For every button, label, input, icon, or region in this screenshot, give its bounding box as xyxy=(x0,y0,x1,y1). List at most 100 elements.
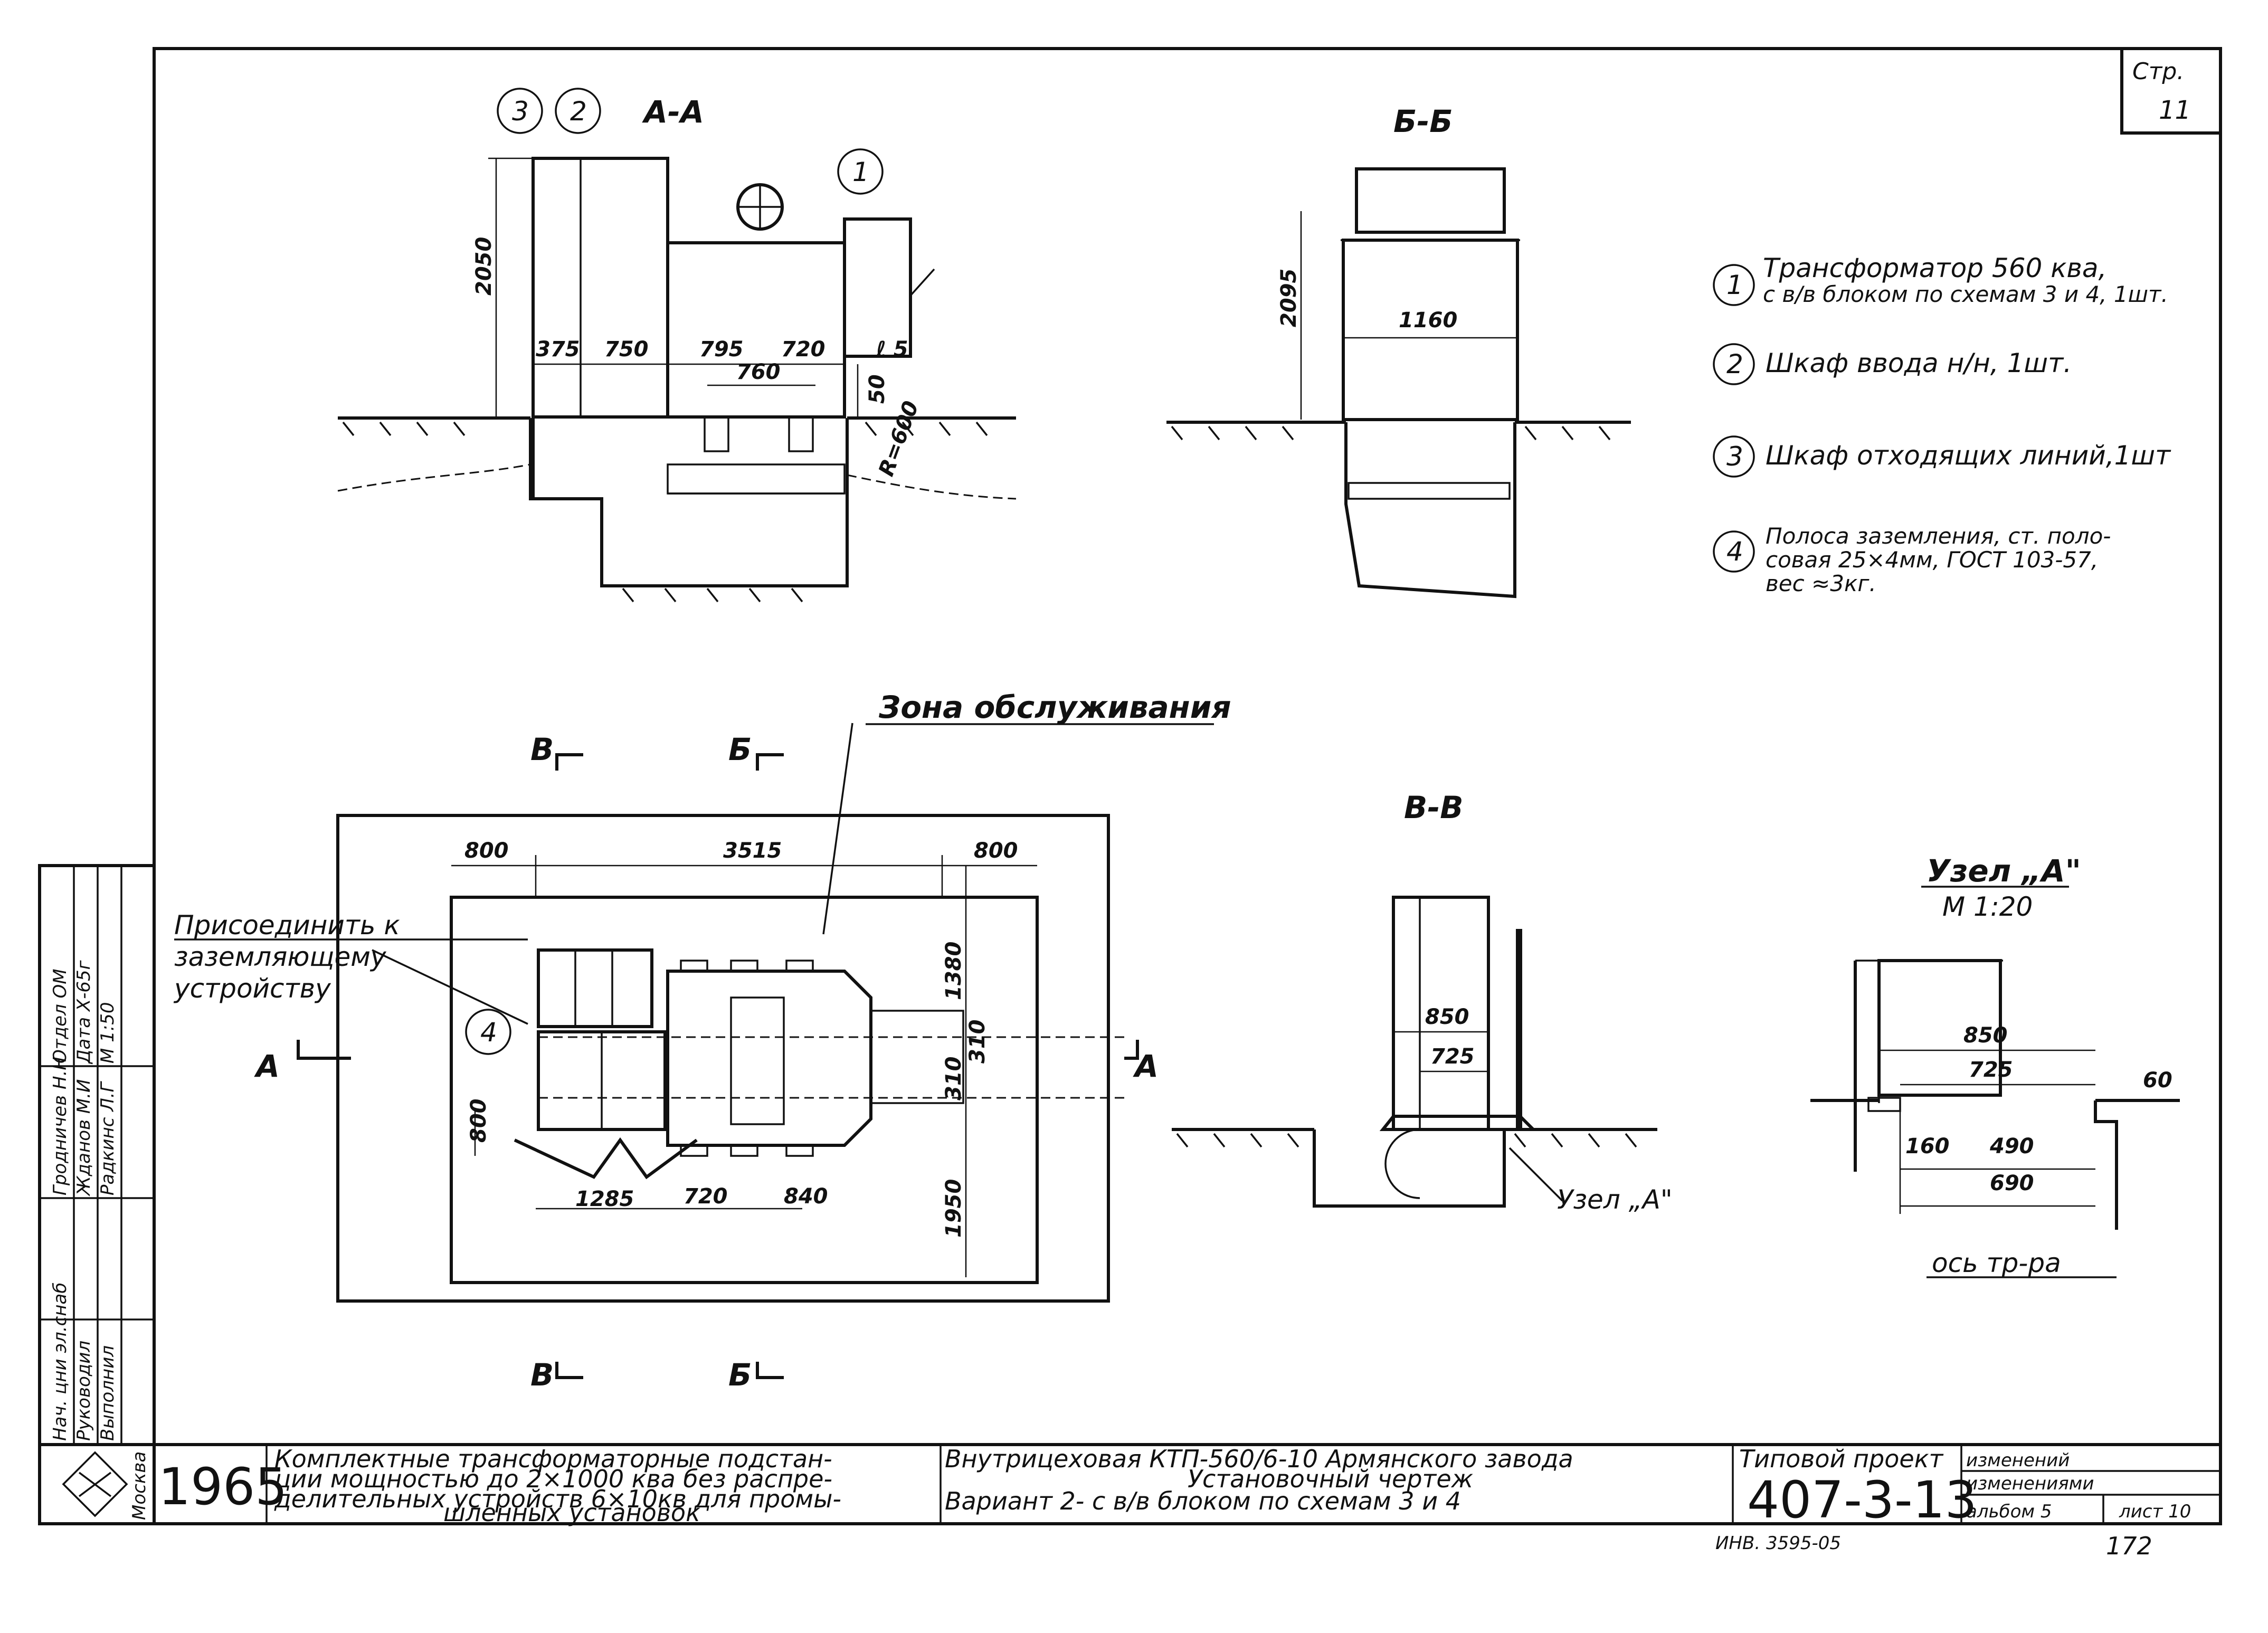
section-aa xyxy=(337,157,1017,603)
legend: 1 2 3 4 Трансформатор 560 ква, с в/в бло… xyxy=(1713,253,2171,596)
tb-subject-3: Вариант 2- с в/в блоком по схемам 3 и 4 xyxy=(945,1487,1461,1515)
institute-logo xyxy=(62,1451,128,1517)
dim-bb-1160: 1160 xyxy=(1399,308,1457,333)
detail-a xyxy=(1810,886,2180,1278)
dim-uzel-725: 725 xyxy=(1969,1058,2013,1082)
callout-1-text: 1 xyxy=(852,157,869,187)
marker-v-bottom: В xyxy=(530,1357,554,1393)
tb-subject-1: Внутрицеховая КТП-560/6-10 Армянского за… xyxy=(945,1445,1573,1473)
tb-changes-2: изменениями xyxy=(1966,1473,2094,1494)
tb-desc-1: Комплектные трансформаторные подстан- xyxy=(274,1445,832,1473)
dim-aa-2050: 2050 xyxy=(472,237,496,296)
stamp-role-1: Нач. цни эл.снаб xyxy=(50,1283,71,1441)
legend-1-line-2: с в/в блоком по схемам 3 и 4, 1шт. xyxy=(1763,281,2168,307)
dim-bb-2095: 2095 xyxy=(1277,269,1301,327)
dim-uzel-690: 690 xyxy=(1990,1171,2034,1195)
dim-plan-800-right: 800 xyxy=(974,839,1018,863)
title-detail-a: Узел „А" xyxy=(1927,853,2081,889)
axis-label: ось тр-ра xyxy=(1932,1248,2061,1278)
callout-1 xyxy=(837,148,884,195)
uzel-a-label: Узел „А" xyxy=(1557,1184,1673,1215)
title-section-bb: Б-Б xyxy=(1393,103,1453,139)
dim-aa-720: 720 xyxy=(781,337,825,362)
stamp-role-2: Руководил xyxy=(73,1341,94,1441)
title-section-vv: В-В xyxy=(1404,790,1464,825)
tb-sheet: лист 10 xyxy=(2119,1501,2191,1522)
page-label: Стр. xyxy=(2132,58,2184,85)
dim-vv-725: 725 xyxy=(1430,1045,1475,1069)
stamp-name-1: Гродничев Н.Н xyxy=(50,1057,71,1195)
stamp-right-3: М 1:50 xyxy=(97,1002,118,1064)
tb-desc-3: делительных устройств 6×10кв для промы- xyxy=(274,1485,841,1513)
footer-page: 172 xyxy=(2106,1532,2152,1560)
page-number-box xyxy=(2120,47,2222,135)
legend-3-line-1: Шкаф отходящих линий,1шт xyxy=(1766,440,2171,471)
legend-4-line-2: совая 25×4мм, ГОСТ 103-57, xyxy=(1766,547,2098,573)
callout-4-text: 4 xyxy=(480,1017,497,1048)
tb-desc-4: шленных установок xyxy=(443,1498,700,1527)
dim-aa-l5: ℓ 5 xyxy=(876,337,908,362)
legend-4-line-3: вес ≈3кг. xyxy=(1766,571,1876,596)
legend-2-line-1: Шкаф ввода н/н, 1шт. xyxy=(1766,348,2072,378)
legend-4-num: 4 xyxy=(1726,536,1743,567)
dim-aa-r600: R=600 xyxy=(874,398,924,480)
tb-subject-2: Установочный чертеж xyxy=(1188,1465,1474,1493)
dim-plan-840: 840 xyxy=(784,1184,828,1209)
stamp-name-2: Жданов М.И xyxy=(73,1079,94,1197)
title-section-aa: А-А xyxy=(642,94,704,130)
page-number: 11 xyxy=(2159,96,2191,125)
sheet-frame xyxy=(153,47,2222,1525)
stamp-role-3: Выполнил xyxy=(97,1345,118,1441)
section-vv xyxy=(1172,896,1657,1208)
dim-uzel-490: 490 xyxy=(1989,1134,2034,1159)
dim-plan-720: 720 xyxy=(684,1184,728,1209)
stamp-right-1: Отдел ОМ xyxy=(50,969,71,1064)
marker-a-right: А xyxy=(1133,1048,1159,1084)
tb-album: альбом 5 xyxy=(1966,1501,2052,1522)
marker-b-top: Б xyxy=(728,732,752,767)
tb-desc-2: ции мощностью до 2×1000 ква без распре- xyxy=(274,1465,832,1493)
marker-v-top: В xyxy=(530,732,554,767)
tb-city: Москва xyxy=(129,1451,150,1520)
dim-plan-800-left: 800 xyxy=(464,839,509,863)
tb-project-number: 407-3-13 xyxy=(1747,1470,1977,1530)
section-bb xyxy=(1166,167,1631,599)
dim-aa-795: 795 xyxy=(699,337,744,362)
service-zone-label: Зона обслуживания xyxy=(878,689,1231,725)
legend-2-num: 2 xyxy=(1726,349,1743,379)
footer-inventory: ИНВ. 3595-05 xyxy=(1715,1533,1841,1554)
stamp-right-2: Дата Х-65г xyxy=(73,960,94,1065)
plan-view xyxy=(174,723,1139,1379)
title-block: Москва 1965 Комплектные трансформаторные… xyxy=(129,1445,2191,1530)
dim-plan-3515: 3515 xyxy=(723,839,782,863)
callout-2 xyxy=(555,88,601,134)
tb-year: 1965 xyxy=(158,1457,287,1516)
dim-uzel-850: 850 xyxy=(1963,1023,2008,1048)
dim-plan-1285: 1285 xyxy=(575,1187,634,1211)
callout-4 xyxy=(465,1009,511,1055)
dim-uzel-160: 160 xyxy=(1905,1134,1950,1159)
dim-aa-750: 750 xyxy=(604,337,649,362)
dim-plan-310a: 310 xyxy=(942,1057,966,1101)
connect-label-1: Присоединить к xyxy=(174,910,400,941)
tb-project-label: Типовой проект xyxy=(1739,1445,1943,1473)
connect-label-3: устройству xyxy=(173,973,331,1004)
dim-vv-850: 850 xyxy=(1425,1005,1469,1029)
marker-b-bottom: Б xyxy=(728,1357,752,1393)
stamp-name-3: Радкинс Л.Г xyxy=(97,1080,118,1195)
dim-aa-50: 50 xyxy=(865,374,889,404)
detail-scale: М 1:20 xyxy=(1942,891,2033,922)
callout-3 xyxy=(497,88,543,134)
dim-aa-375: 375 xyxy=(536,337,580,362)
legend-4-line-1: Полоса заземления, ст. поло- xyxy=(1766,523,2111,549)
dim-plan-800-v: 800 xyxy=(467,1099,491,1143)
legend-1-num: 1 xyxy=(1726,270,1743,300)
dim-plan-1380: 1380 xyxy=(942,942,966,1000)
callout-2-text: 2 xyxy=(570,96,587,127)
side-stamp: Нач. цни эл.снаб Руководил Выполнил Грод… xyxy=(50,960,118,1441)
legend-1-line-1: Трансформатор 560 ква, xyxy=(1763,253,2106,283)
dim-uzel-60: 60 xyxy=(2143,1068,2172,1093)
dim-plan-1950: 1950 xyxy=(942,1179,966,1238)
tb-changes-1: изменений xyxy=(1966,1450,2070,1471)
